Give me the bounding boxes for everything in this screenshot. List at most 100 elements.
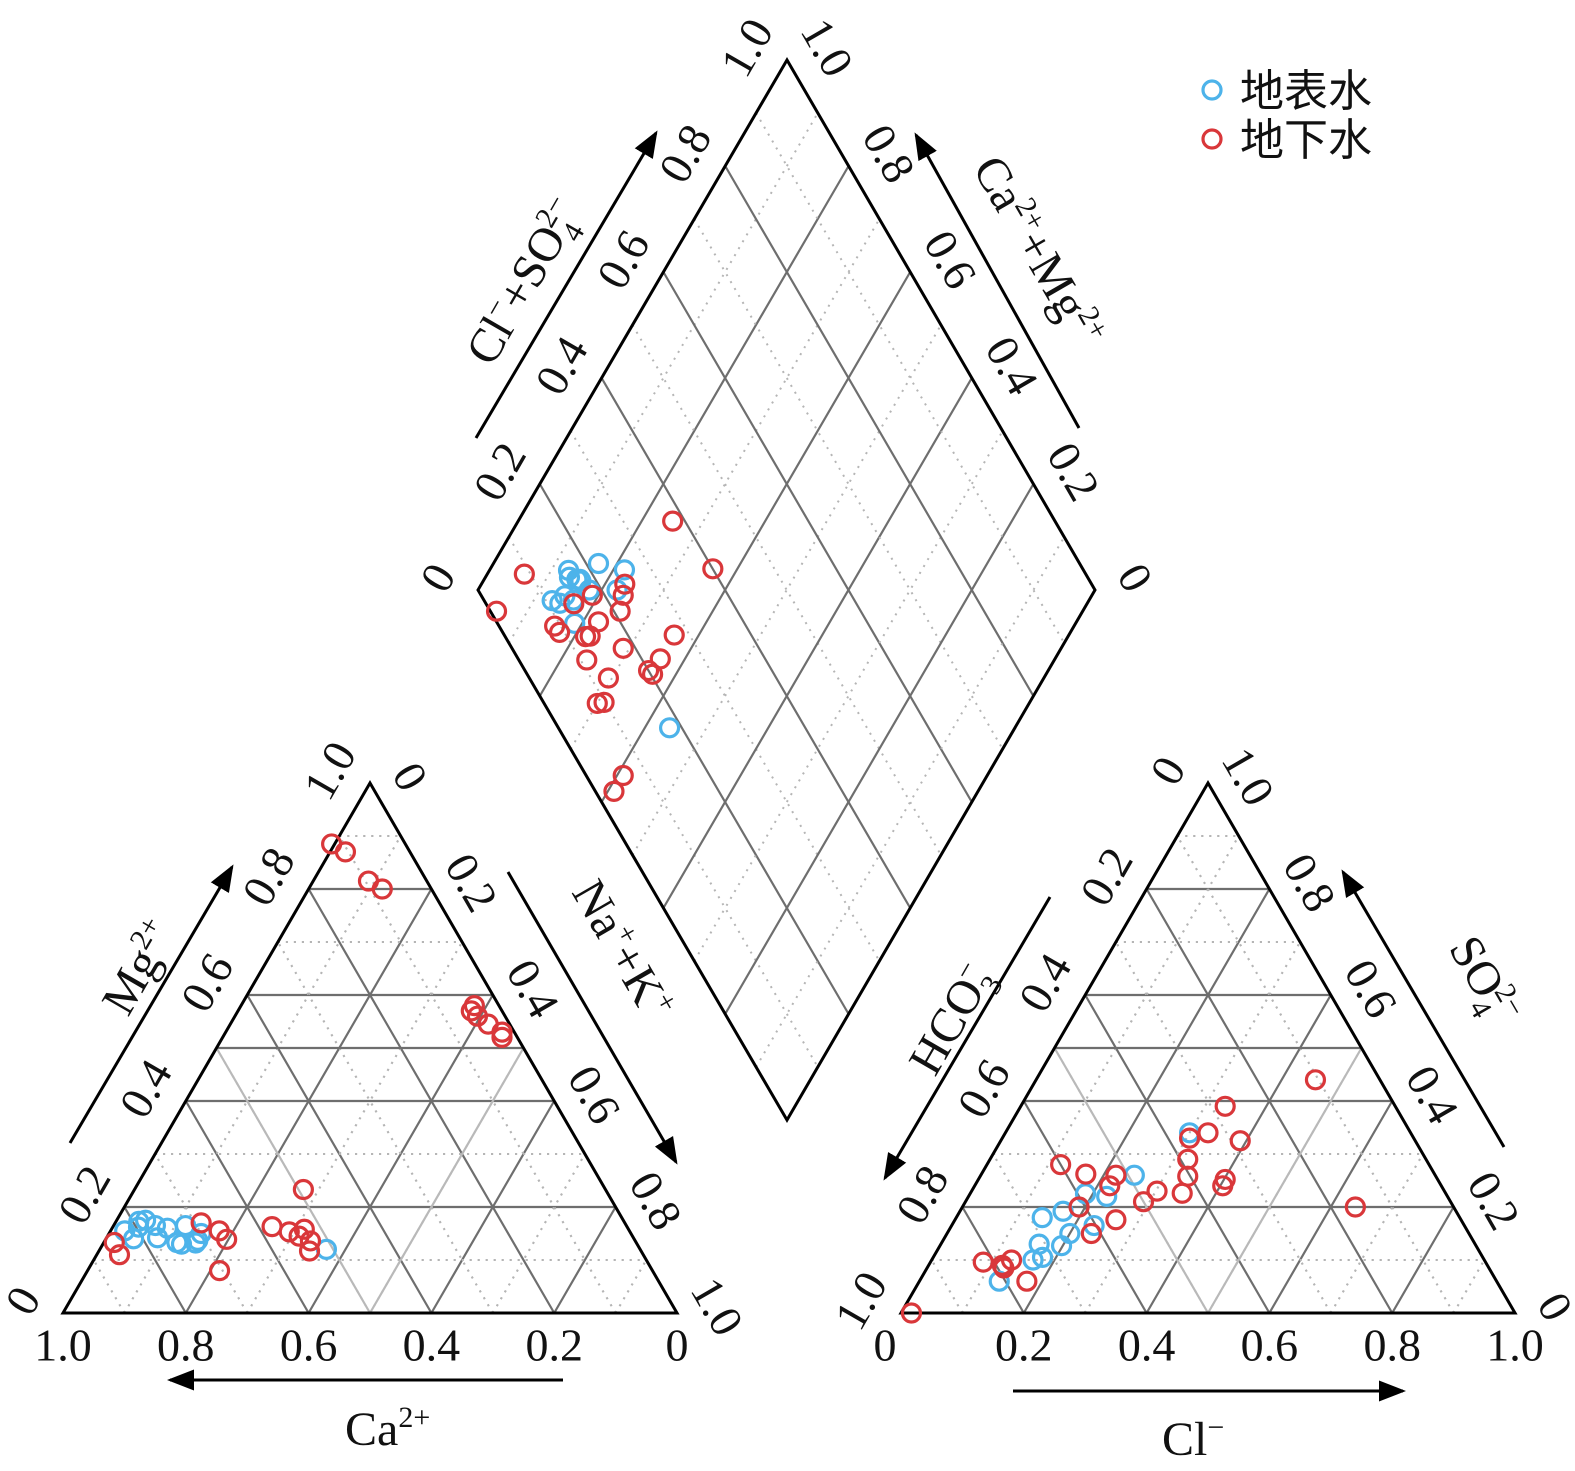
ca-mg-tick-label: 1.0 <box>791 10 864 85</box>
anion-grid-line <box>1053 1047 1209 1314</box>
anion-data-point <box>1096 1185 1118 1208</box>
diamond-grid-line <box>569 430 881 962</box>
diamond-grid-line <box>724 483 1035 1015</box>
cation-grid-line <box>184 1100 310 1314</box>
cation-data-point <box>208 1259 231 1282</box>
diamond-grid-line <box>569 218 881 750</box>
diamond-data-point <box>597 667 619 689</box>
anion-grid-line <box>1452 1259 1486 1314</box>
anion-grid-line <box>1329 1153 1424 1314</box>
legend: 地表水 地下水 <box>1201 67 1372 165</box>
cation-grid-line <box>215 1047 371 1314</box>
diamond-data-point <box>544 615 566 637</box>
diamond-frame <box>476 57 1097 1123</box>
diamond-data-point <box>609 600 631 622</box>
diamond-data-point <box>558 566 581 588</box>
diamond-data-point <box>637 659 660 682</box>
cl-tick-label: 1.0 <box>1486 1320 1544 1371</box>
ca-mg-axis-arrow <box>914 132 1081 429</box>
anion-data-point <box>1171 1182 1193 1204</box>
hco3-tick-label: 0 <box>1140 748 1196 793</box>
so4-axis-arrow <box>1341 869 1506 1148</box>
diamond-data-point <box>587 552 610 575</box>
cation-grid-line <box>369 1047 525 1314</box>
legend-marker-ground <box>1201 128 1223 150</box>
cation-data-point <box>298 1240 321 1262</box>
ca-mg-tick-label: 0.6 <box>914 222 987 297</box>
cl-tick-label: 0 <box>874 1320 897 1371</box>
so4-tick-label: 0.8 <box>1273 845 1346 920</box>
cl-so4-tick-label: 0 <box>410 555 466 600</box>
cation-grid-line <box>154 1153 249 1314</box>
cation-data-point <box>491 1026 513 1049</box>
anion-grid-line <box>1145 888 1394 1314</box>
anion-data-point <box>1178 1127 1201 1149</box>
cation-data-point <box>190 1212 212 1234</box>
anion-data-point <box>1050 1235 1073 1257</box>
diamond-data-point <box>658 717 681 739</box>
cation-data-point <box>103 1231 125 1254</box>
na-k-tick-label: 0 <box>382 754 438 799</box>
cation-grid-line <box>491 1153 586 1314</box>
so4-axis-title: SO42− <box>1432 926 1533 1037</box>
diamond-data-point <box>513 563 535 585</box>
diamond-data-point <box>641 663 664 685</box>
cation-data-point <box>278 1221 300 1243</box>
anion-grid-line <box>1329 1153 1424 1314</box>
cation-data-point <box>460 1000 482 1022</box>
anion-grid-line <box>1207 1047 1363 1314</box>
cation-triangle-frame <box>60 780 680 1315</box>
diamond-data-point <box>663 624 685 646</box>
diamond-grid-line <box>538 483 850 1015</box>
diamond-data-point <box>563 593 585 615</box>
diamond-grid-line <box>662 271 973 803</box>
anion-data-point <box>1344 1196 1366 1218</box>
anion-data-point <box>1304 1069 1327 1091</box>
cl-so4-tick-label: 0.2 <box>463 434 536 509</box>
hco3-axis-arrow <box>883 896 1052 1181</box>
ca-tick-label: 0.4 <box>403 1320 461 1371</box>
ca-tick-label: 0.8 <box>157 1320 215 1371</box>
diamond-data-point <box>586 692 608 715</box>
legend-marker-surface <box>1201 79 1223 101</box>
cation-grid-line <box>553 1206 617 1314</box>
hco3-tick-label: 0.6 <box>947 1051 1020 1126</box>
na-k-axis-title: Na++K+ <box>561 870 684 1029</box>
diamond-data-point <box>557 559 580 581</box>
diamond-data-point <box>662 510 684 532</box>
cation-data-point <box>292 1178 314 1201</box>
diamond-grid-line <box>600 377 912 909</box>
anion-data-point <box>900 1302 923 1324</box>
cation-data-point <box>299 1230 322 1252</box>
anion-grid-line <box>1022 1100 1148 1314</box>
cation-grid-line <box>277 941 494 1314</box>
cl-tick-label: 0.2 <box>995 1320 1053 1371</box>
anion-triangle-frame <box>898 780 1518 1315</box>
diamond-grid-line <box>693 218 1004 750</box>
anion-data-point <box>1068 1196 1090 1218</box>
diamond-data-point <box>603 780 625 803</box>
cl-tick-label: 0.6 <box>1241 1320 1299 1371</box>
diamond-data-point <box>613 559 636 581</box>
diamond-data-point <box>702 558 724 580</box>
diamond-grid-line <box>662 377 973 909</box>
anion-data-point <box>1028 1233 1050 1255</box>
cl-tick-label: 0.8 <box>1363 1320 1421 1371</box>
anion-data-point <box>972 1251 994 1273</box>
diamond-data-point <box>485 600 508 622</box>
diamond-grid-line <box>538 165 850 697</box>
cation-grid-line <box>246 941 463 1314</box>
na-k-tick-label: 1.0 <box>681 1269 754 1344</box>
mg-tick-label: 1.0 <box>293 733 366 808</box>
anion-data-point <box>1132 1191 1155 1213</box>
cation-data-point <box>261 1216 283 1238</box>
anion-data-point <box>1229 1130 1251 1152</box>
anion-grid-line <box>992 1153 1087 1314</box>
diamond-data-point <box>581 584 603 606</box>
ca-tick-label: 0 <box>666 1320 689 1371</box>
cation-grid-line <box>614 1259 648 1314</box>
ca-mg-axis-title: Ca2++Mg2+ <box>962 146 1115 356</box>
mg-tick-label: 0.2 <box>48 1157 121 1232</box>
